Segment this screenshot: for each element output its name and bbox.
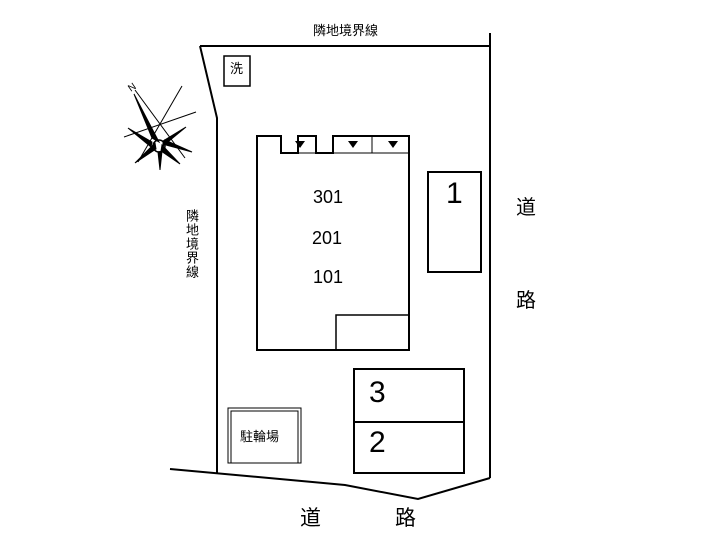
entrance-marker (295, 141, 305, 148)
road-edge-bottom (169, 468, 491, 501)
wash-label: 洗 (230, 62, 244, 77)
building-annex (335, 314, 409, 350)
parking-label-1: 1 (446, 177, 463, 210)
road-label-bottom-1: 道 (300, 506, 321, 530)
parking-space-1 (427, 171, 482, 273)
compass-icon (123, 85, 197, 171)
unit-label-201: 201 (312, 228, 343, 248)
unit-label-301: 301 (313, 187, 344, 207)
entrance-marker (388, 141, 398, 148)
parking-label-2: 2 (369, 426, 386, 459)
parking-label-3: 3 (369, 376, 386, 409)
unit-label-101: 101 (313, 267, 344, 287)
bicycle-parking-inner (230, 410, 299, 464)
parking-space-2 (353, 421, 465, 474)
road-label-right-1: 道 (516, 195, 536, 219)
boundary-label-top: 隣地境界線 (313, 24, 379, 39)
bicycle-parking-label: 駐輪場 (240, 430, 280, 445)
entrance-marker (348, 141, 358, 148)
road-label-right-2: 路 (516, 288, 536, 312)
wash-box (223, 55, 251, 87)
boundary-label-left: 隣地境界線 (183, 209, 198, 279)
road-label-bottom-2: 路 (395, 506, 416, 530)
property-boundary-left (199, 45, 218, 474)
